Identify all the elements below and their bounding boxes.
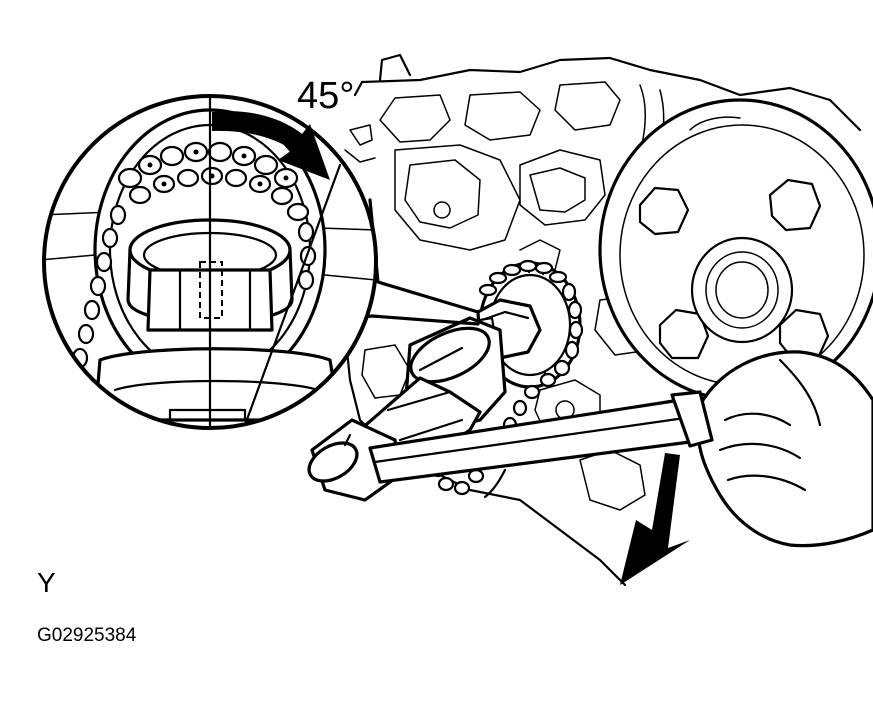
detail-view [42, 94, 378, 430]
figure-code: G02925384 [37, 625, 137, 646]
rotation-arrow-45 [212, 111, 330, 180]
rotation-arrow-down [620, 453, 690, 585]
view-label: Y [37, 567, 56, 598]
crank-pulley [598, 98, 873, 402]
socket-wrench [307, 298, 714, 502]
hand [695, 350, 873, 548]
angle-label: 45° [297, 75, 354, 117]
